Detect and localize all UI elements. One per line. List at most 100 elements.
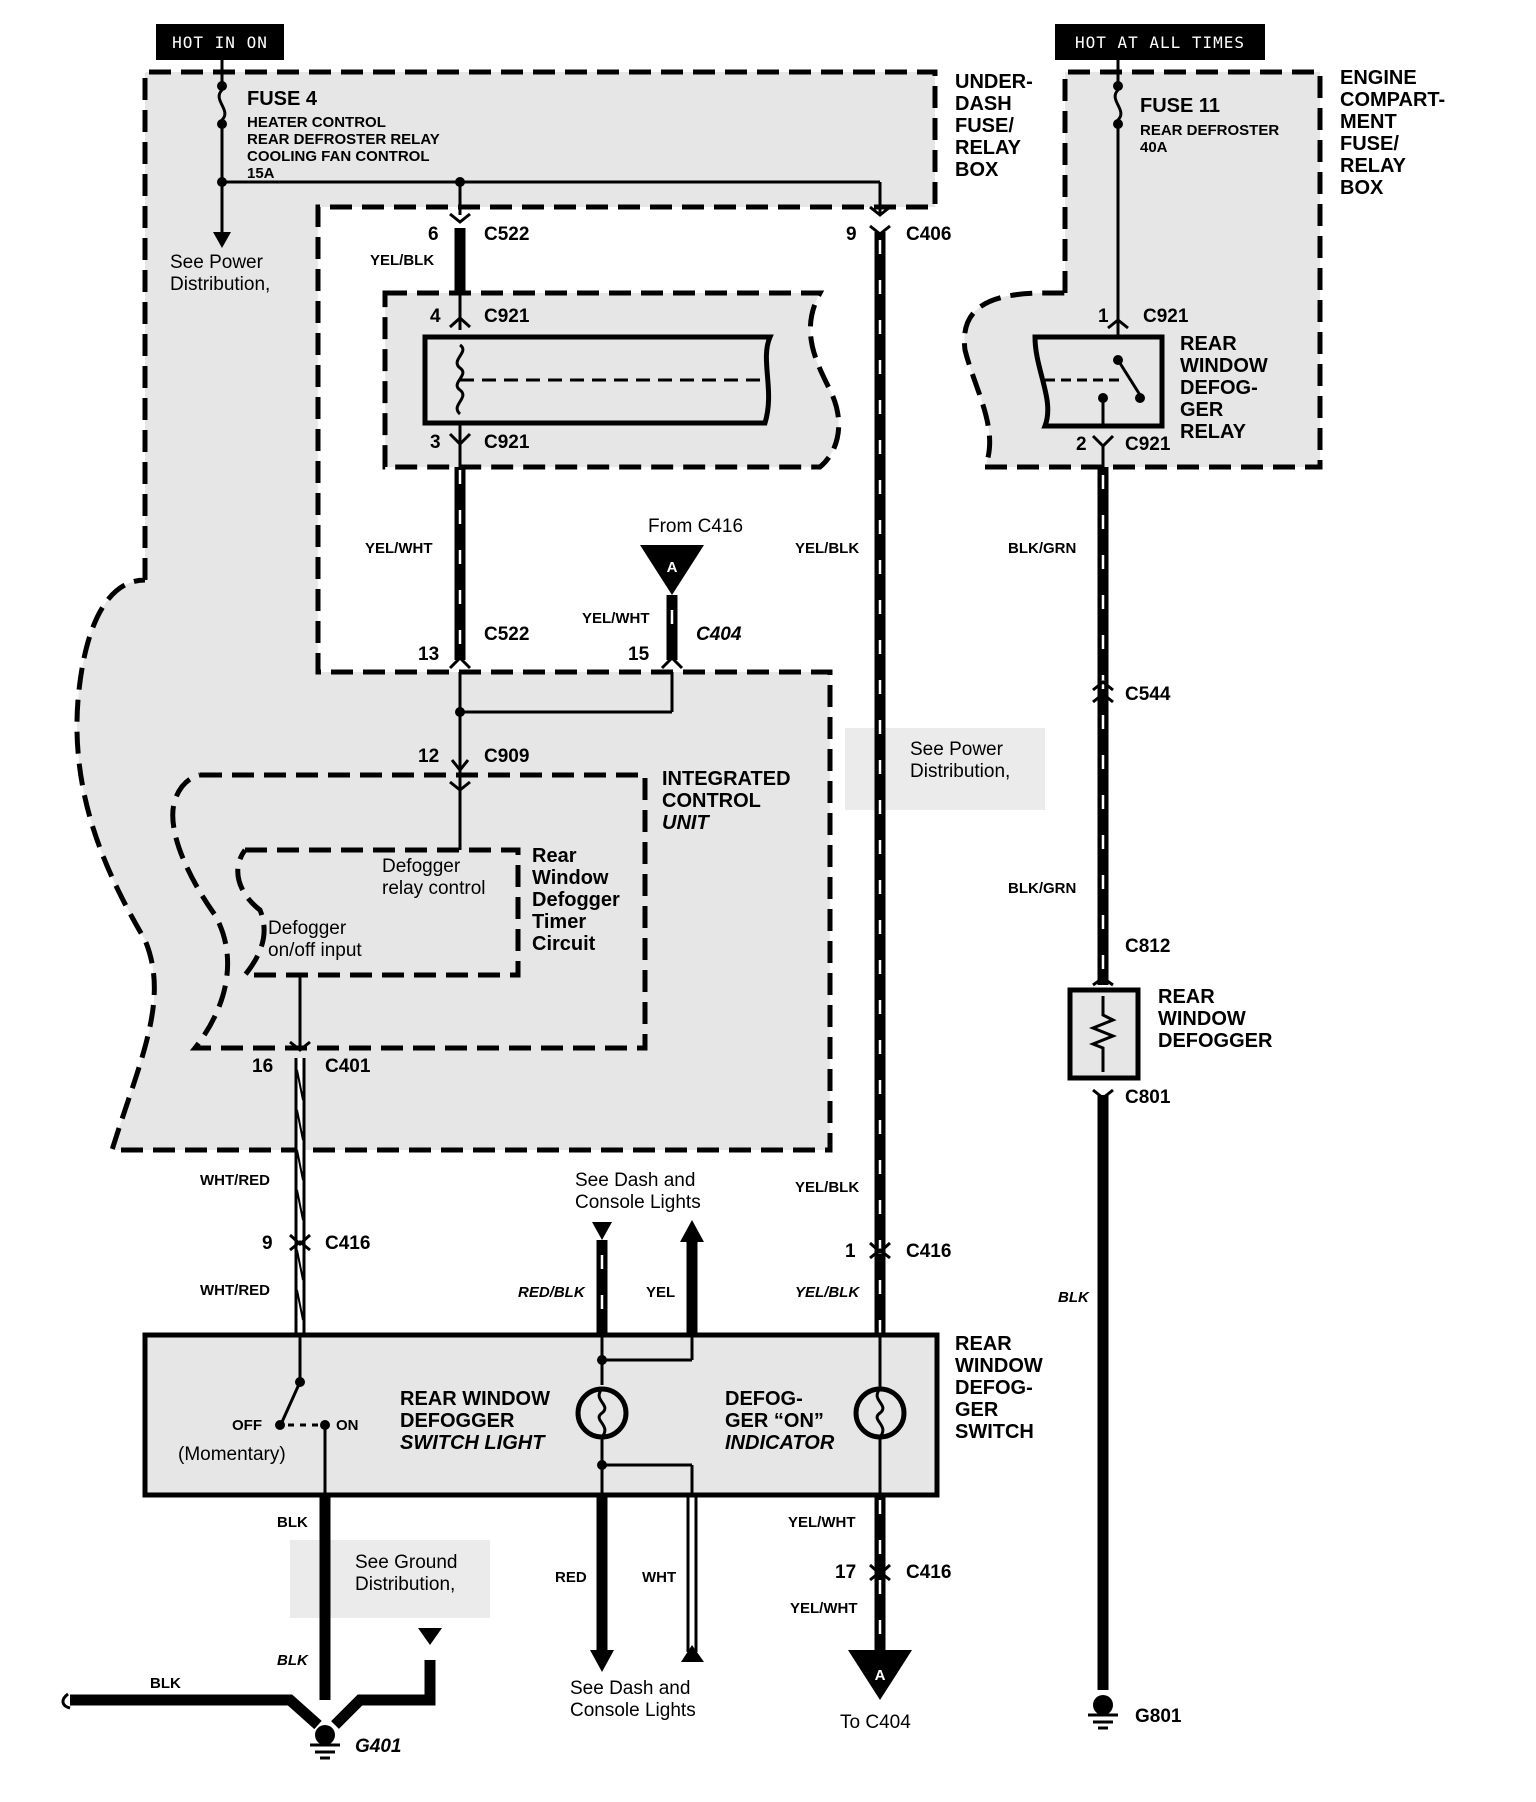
relay-control-label-1: Defogger	[382, 856, 461, 877]
switch-off-label: OFF	[232, 1417, 262, 1434]
switch-on-label: ON	[336, 1417, 359, 1434]
c416-17-pin: 17	[835, 1562, 856, 1583]
see-ground-note-1: See Ground	[355, 1552, 457, 1573]
under-dash-box-outline	[74, 69, 938, 1153]
svg-text:REAR WINDOW: REAR WINDOW	[400, 1388, 550, 1410]
wire-label-yel-blk-1: YEL/BLK	[370, 252, 434, 269]
c921-2-connector: C921	[1125, 434, 1171, 455]
svg-text:WINDOW: WINDOW	[1180, 355, 1268, 377]
timer-circuit-outline	[235, 847, 521, 978]
svg-text:DEFOG-: DEFOG-	[1180, 377, 1258, 399]
wire-label-blk-grn-2: BLK/GRN	[1008, 880, 1076, 897]
arrow-out-icon	[680, 1220, 704, 1242]
under-dash-box-region	[76, 72, 936, 1150]
relay-control-label-2: relay control	[382, 878, 486, 899]
hot-at-all-times-badge	[1055, 24, 1265, 60]
wire-label-yel-blk-4: YEL/BLK	[795, 1284, 860, 1301]
ground-g801-icon	[1088, 1695, 1118, 1730]
c921-1-connector: C921	[1143, 306, 1189, 327]
c522-13-connector: C522	[484, 624, 529, 645]
see-dash-top-note-1: See Dash and	[575, 1170, 695, 1191]
defogger-switch-box	[142, 1332, 940, 1498]
wire-label-blk-3: BLK	[150, 1675, 181, 1692]
fuse-4-circuit-2: REAR DEFROSTER RELAY	[247, 131, 440, 148]
engine-box-outline	[961, 69, 1323, 470]
fuse-11-title: FUSE 11	[1140, 95, 1220, 117]
c416-17-connector-icon	[868, 1563, 892, 1582]
c921-4-connector: C921	[484, 306, 530, 327]
fuse-4-circuit-1: HEATER CONTROL	[247, 114, 386, 131]
ground-g801-label: G801	[1135, 1706, 1182, 1727]
wire-label-wht-red-1: WHT/RED	[200, 1172, 270, 1189]
wire-label-yel-wht-1: YEL/WHT	[365, 540, 433, 557]
c416-1-connector: C416	[906, 1241, 951, 1262]
svg-text:DEFOGGER: DEFOGGER	[400, 1410, 515, 1432]
c406-9-pin: 9	[846, 224, 857, 245]
wire-break-icon	[61, 1692, 71, 1710]
svg-text:COMPART-: COMPART-	[1340, 89, 1445, 111]
marker-a-bottom: A	[875, 1667, 886, 1684]
c416-1-pin: 1	[845, 1241, 856, 1262]
svg-text:RELAY: RELAY	[1340, 155, 1407, 177]
switch-light-label: REAR WINDOW DEFOGGER SWITCH LIGHT	[400, 1388, 550, 1454]
svg-text:FUSE/: FUSE/	[955, 115, 1014, 137]
svg-text:BOX: BOX	[955, 159, 999, 181]
svg-text:WINDOW: WINDOW	[1158, 1008, 1246, 1030]
svg-text:Defogger: Defogger	[532, 889, 620, 911]
ground-g401-icon	[310, 1725, 340, 1760]
svg-text:Timer: Timer	[532, 911, 586, 933]
wire-label-red: RED	[555, 1569, 587, 1586]
svg-text:SWITCH LIGHT: SWITCH LIGHT	[400, 1432, 546, 1454]
defogger-grid-icon	[1088, 996, 1118, 1072]
c404-15-pin: 15	[628, 644, 650, 665]
svg-text:FUSE/: FUSE/	[1340, 133, 1399, 155]
engine-box-label: ENGINE COMPART- MENT FUSE/ RELAY BOX	[1340, 67, 1445, 199]
arrow-ground-icon	[418, 1628, 442, 1645]
blk-wire-right	[331, 1660, 436, 1729]
wire-label-red-blk: RED/BLK	[518, 1284, 586, 1301]
indicator-label: DEFOG- GER “ON” INDICATOR	[725, 1388, 835, 1454]
c921-1-pin: 1	[1098, 306, 1109, 327]
svg-text:DEFOGGER: DEFOGGER	[1158, 1030, 1273, 1052]
connector-a-in-icon	[640, 545, 704, 595]
c544-connector: C544	[1125, 684, 1171, 705]
svg-text:Rear: Rear	[532, 845, 577, 867]
svg-text:DASH: DASH	[955, 93, 1012, 115]
see-power-2-note-2: Distribution,	[910, 761, 1010, 782]
c921-3-connector: C921	[484, 432, 530, 453]
blk-wire-left	[70, 1694, 322, 1730]
onoff-input-label-2: on/off input	[268, 940, 362, 961]
c909-connector: C909	[484, 746, 529, 767]
c522-connector: C522	[484, 224, 529, 245]
fuse-4-rating: 15A	[247, 165, 275, 182]
svg-text:RELAY: RELAY	[1180, 421, 1247, 443]
c544-connector-icon	[1092, 680, 1114, 704]
see-ground-note-2: Distribution,	[355, 1574, 455, 1595]
relay-label: REAR WINDOW DEFOG- GER RELAY	[1180, 333, 1268, 443]
wire-label-blk-4: BLK	[1058, 1289, 1090, 1306]
svg-text:Window: Window	[532, 867, 609, 889]
from-c416-ref: From C416	[648, 516, 743, 537]
svg-text:GER “ON”: GER “ON”	[725, 1410, 824, 1432]
switch-lever-icon	[280, 1381, 302, 1423]
c416-9-pin: 9	[262, 1233, 273, 1254]
defogger-label: REAR WINDOW DEFOGGER	[1158, 986, 1273, 1052]
hot-in-on-label: HOT IN ON	[172, 33, 268, 52]
svg-text:DEFOG-: DEFOG-	[725, 1388, 803, 1410]
fuse-4-circuit-3: COOLING FAN CONTROL	[247, 148, 430, 165]
fuse-11-icon	[1113, 88, 1123, 122]
arrow-down-icon	[213, 232, 231, 248]
defogger-switch-label: REAR WINDOW DEFOG- GER SWITCH	[955, 1333, 1043, 1443]
svg-text:GER: GER	[955, 1399, 999, 1421]
c401-connector: C401	[325, 1056, 371, 1077]
wire-label-yel-wht-2: YEL/WHT	[582, 610, 650, 627]
wire-label-yel-wht-3: YEL/WHT	[788, 1514, 856, 1531]
svg-text:REAR: REAR	[1180, 333, 1237, 355]
svg-text:SWITCH: SWITCH	[955, 1421, 1034, 1443]
connector-a-out-icon	[848, 1650, 912, 1700]
wire-label-yel-wht-4: YEL/WHT	[790, 1600, 858, 1617]
svg-text:MENT: MENT	[1340, 111, 1397, 133]
to-c404-ref: To C404	[840, 1712, 911, 1733]
svg-text:DEFOG-: DEFOG-	[955, 1377, 1033, 1399]
